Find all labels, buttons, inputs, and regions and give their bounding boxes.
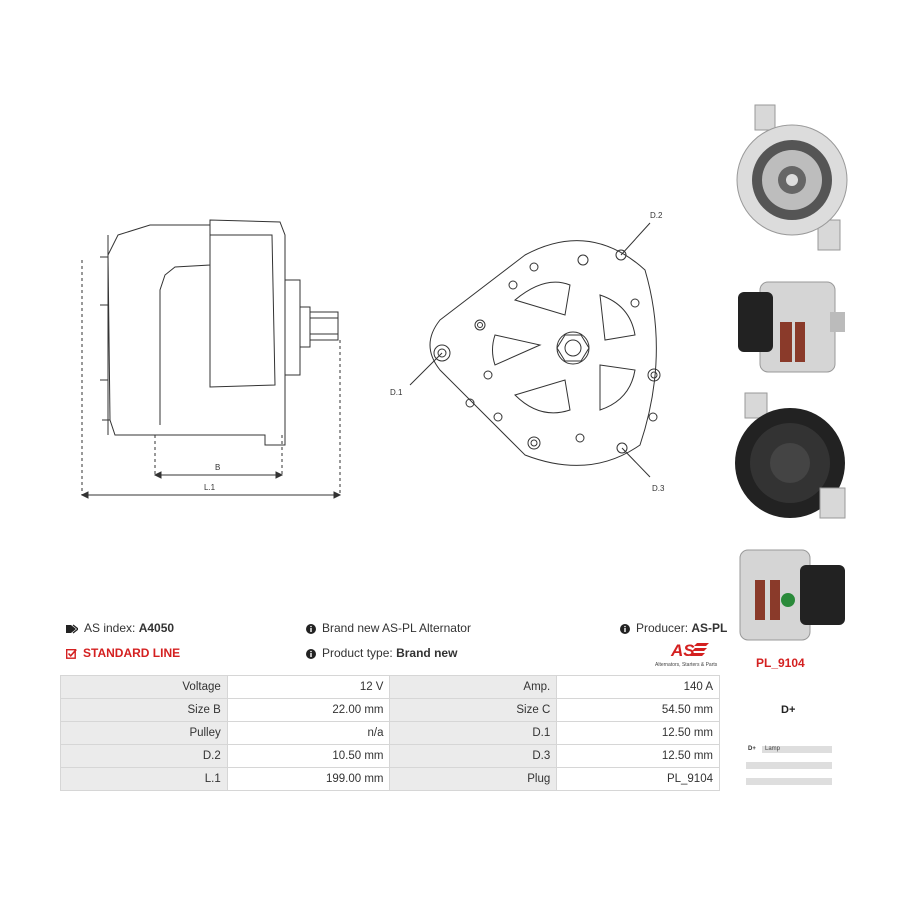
checkbox-icon	[66, 649, 77, 660]
pin-name: D+	[746, 746, 762, 753]
product-photo-front	[736, 104, 848, 251]
spec-value: 22.00 mm	[226, 698, 391, 722]
spec-label: Amp.	[389, 675, 558, 699]
spec-value: n/a	[226, 721, 391, 745]
spec-value: 10.50 mm	[226, 744, 391, 768]
spec-label: Size B	[60, 698, 228, 722]
spec-value: 12 V	[226, 675, 391, 699]
label-d1: D.1	[390, 388, 403, 397]
pin-row	[746, 762, 832, 769]
spec-value: 140 A	[556, 675, 720, 699]
spec-value: PL_9104	[556, 767, 720, 791]
info-icon	[306, 623, 316, 634]
product-type-value: Brand new	[396, 646, 458, 660]
plug-code: PL_9104	[756, 656, 805, 670]
label-l1: L.1	[204, 483, 216, 492]
producer: Producer: AS-PL	[620, 621, 727, 635]
spec-label: D.1	[389, 721, 558, 745]
pin-row	[746, 778, 832, 785]
label-b: B	[215, 463, 220, 472]
spec-label: D.3	[389, 744, 558, 768]
alternator-side-view	[107, 219, 286, 446]
as-index-value: A4050	[138, 621, 175, 635]
product-type: Product type: Brand new	[306, 646, 457, 660]
description: Brand new AS-PL Alternator	[306, 621, 471, 635]
producer-value: AS-PL	[691, 621, 728, 635]
spec-label: Voltage	[60, 675, 228, 699]
label-d3: D.3	[652, 484, 665, 493]
spec-value: 12.50 mm	[556, 744, 720, 768]
info-icon	[620, 623, 630, 634]
info-icon	[306, 648, 316, 659]
tag-icon	[66, 624, 78, 634]
spec-label: Pulley	[60, 721, 228, 745]
pin-title: D+	[781, 704, 796, 716]
spec-value: 199.00 mm	[226, 767, 391, 791]
spec-label: D.2	[60, 744, 228, 768]
product-photo-side	[738, 281, 845, 373]
as-pl-logo: AS Alternators, Starters & Parts	[655, 641, 718, 668]
alternator-front-view	[429, 240, 657, 466]
pin-desc: Lamp	[765, 746, 781, 752]
spec-label: Plug	[389, 767, 558, 791]
pin-row: D+Lamp	[746, 746, 832, 753]
label-d2: D.2	[650, 211, 663, 220]
svg-text:AS: AS	[670, 641, 695, 660]
spec-value: 54.50 mm	[556, 698, 720, 722]
standard-line: STANDARD LINE	[66, 646, 180, 660]
technical-drawing: B L.1 D.2 D.3 D.1	[80, 211, 665, 499]
spec-label: Size C	[389, 698, 558, 722]
product-photo-rear	[735, 392, 846, 519]
as-index: AS index: A4050	[66, 621, 174, 635]
spec-label: L.1	[60, 767, 228, 791]
svg-text:Alternators, Starters & Parts: Alternators, Starters & Parts	[655, 662, 718, 668]
spec-value: 12.50 mm	[556, 721, 720, 745]
product-photo-plug-side	[739, 549, 845, 641]
